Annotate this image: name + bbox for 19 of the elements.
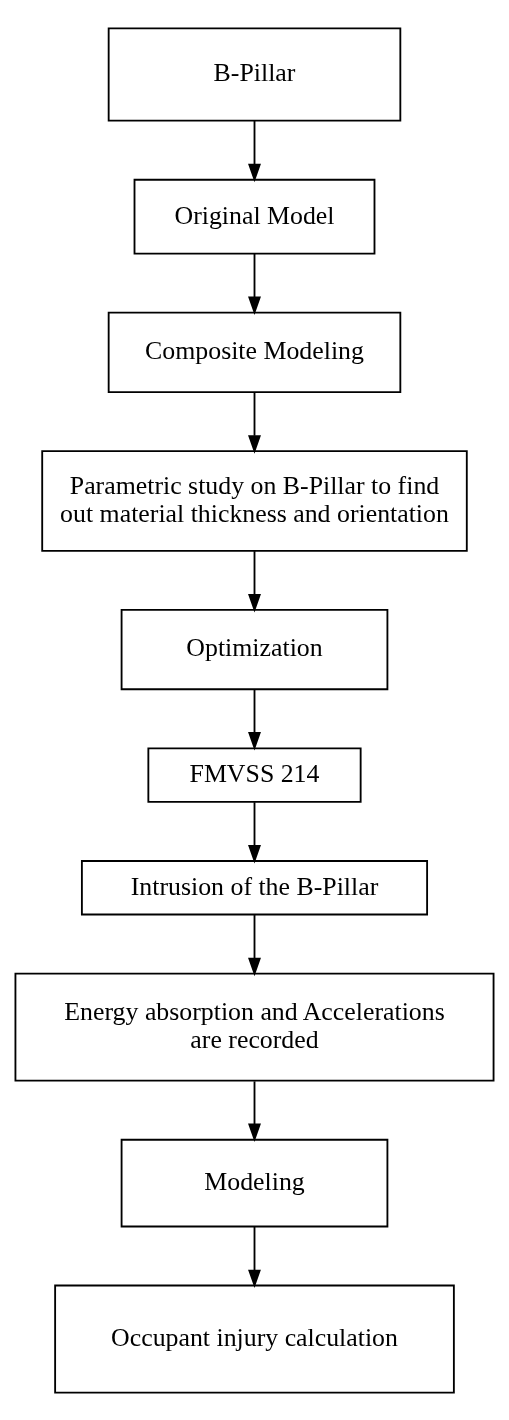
node-box: B-Pillar xyxy=(107,26,402,122)
node-box: Modeling xyxy=(120,1138,389,1227)
arrow xyxy=(248,800,261,864)
node-box: Composite Modeling xyxy=(107,311,402,393)
node-box: Energy absorption and Accelerations are recorded xyxy=(14,972,495,1082)
arrow xyxy=(248,1225,261,1288)
arrow xyxy=(248,119,261,182)
node-box: Occupant injury calculation xyxy=(54,1284,455,1394)
node-box: Optimization xyxy=(120,608,389,690)
arrow xyxy=(248,252,261,315)
node-box: FMVSS 214 xyxy=(147,746,362,803)
node-box: Parametric study on B-Pillar to find out material thickness and orientation xyxy=(41,449,468,552)
node-box: Original Model xyxy=(133,178,376,255)
arrow xyxy=(248,913,261,976)
arrow xyxy=(248,687,261,751)
node-box: Intrusion of the B-Pillar xyxy=(80,859,429,915)
arrow xyxy=(248,549,261,613)
arrow xyxy=(248,390,261,454)
arrow xyxy=(248,1079,261,1142)
